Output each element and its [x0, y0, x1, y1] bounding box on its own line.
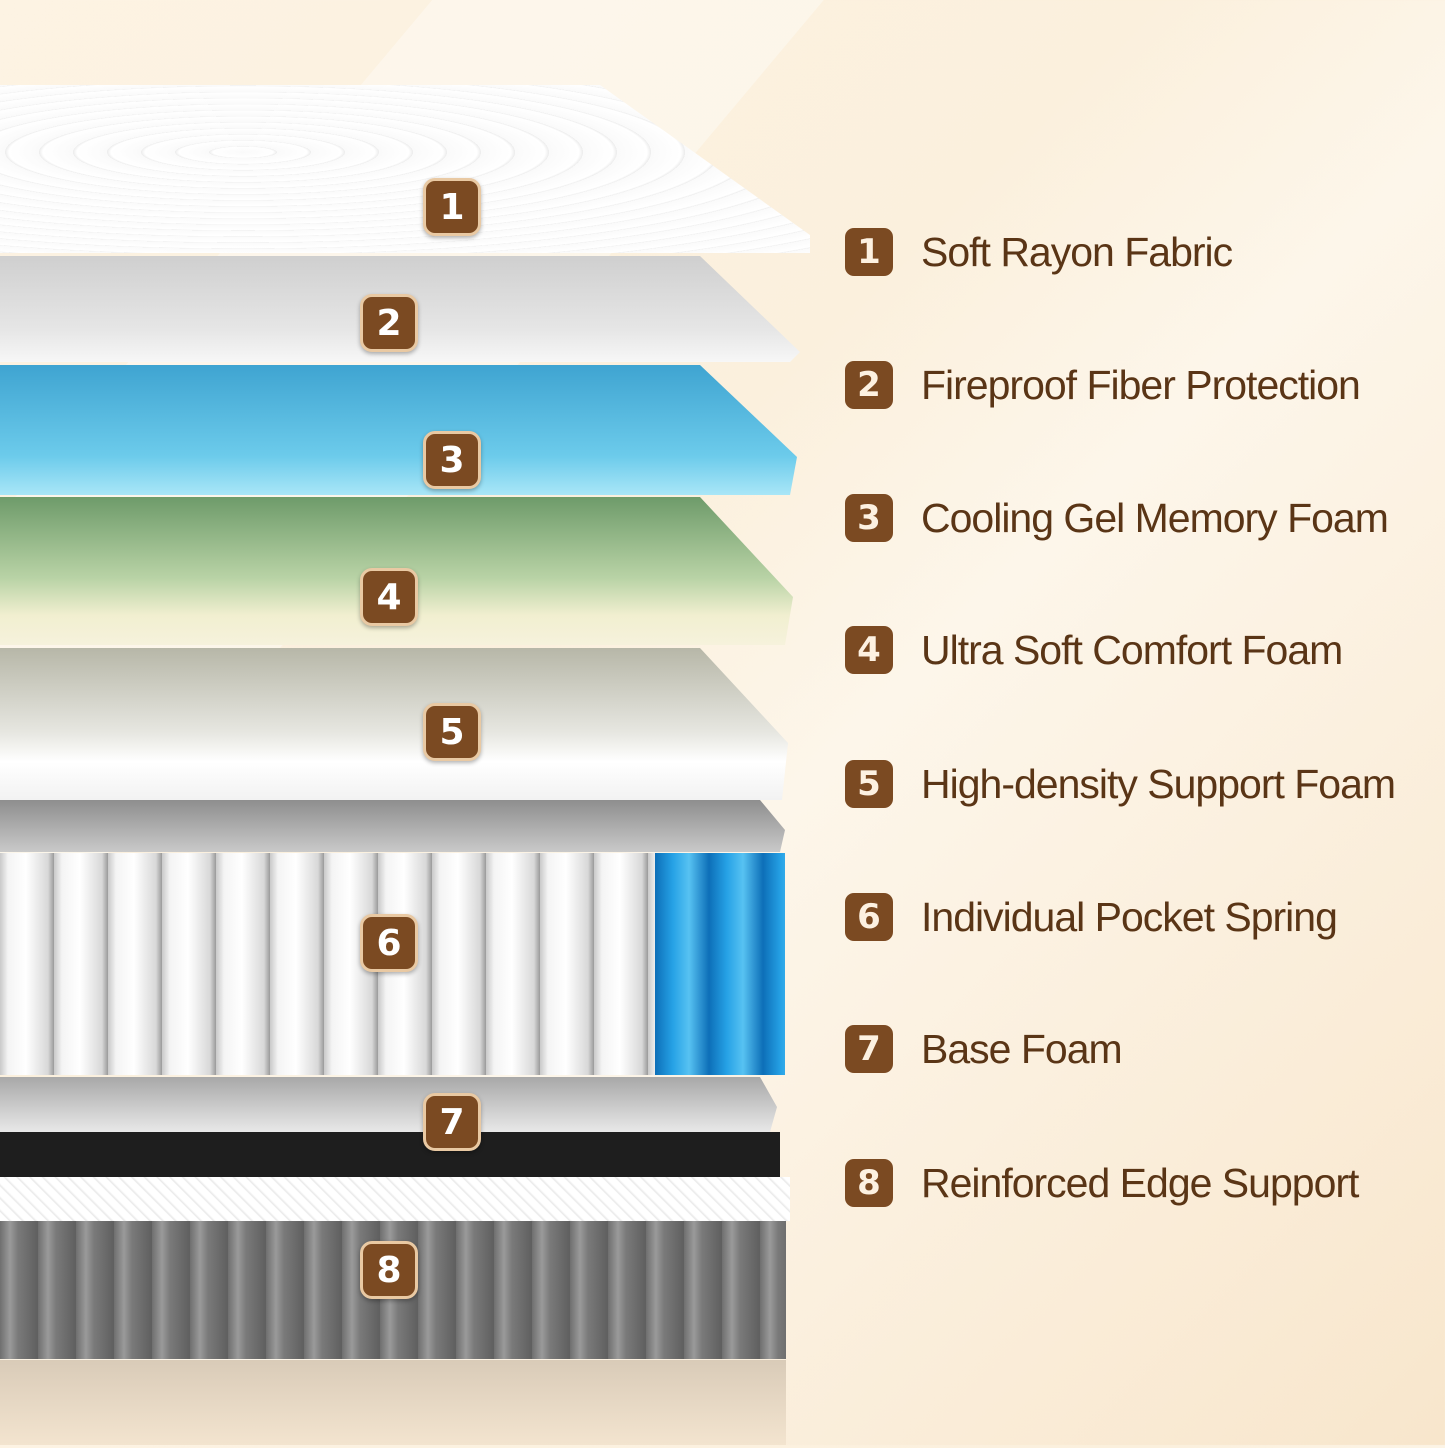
legend-badge: 2	[845, 361, 893, 409]
legend-label: Cooling Gel Memory Foam	[921, 494, 1389, 541]
legend-item: 7 Base Foam	[845, 1025, 1123, 1073]
legend-item: 4 Ultra Soft Comfort Foam	[845, 626, 1343, 674]
legend-label: Fireproof Fiber Protection	[921, 361, 1361, 408]
diagram-badge-3: 3	[423, 431, 481, 489]
legend-badge: 1	[845, 228, 893, 276]
layer-pocket-springs	[0, 853, 655, 1075]
layer-gel	[0, 365, 797, 495]
diagram-badge-1: 1	[423, 178, 481, 236]
legend-item: 5 High-density Support Foam	[845, 760, 1396, 808]
diagram-badge-4: 4	[360, 568, 418, 626]
diagram-badge-6: 6	[360, 914, 418, 972]
diagram-badge-2: 2	[360, 294, 418, 352]
legend-item: 6 Individual Pocket Spring	[845, 893, 1338, 941]
legend-label: Reinforced Edge Support	[921, 1159, 1359, 1206]
diagram-badge-5: 5	[423, 703, 481, 761]
layer-separator	[0, 800, 785, 852]
diagram-badge-7: 7	[423, 1093, 481, 1151]
layer-edge-top-band	[0, 1177, 790, 1221]
legend-label: Ultra Soft Comfort Foam	[921, 626, 1343, 673]
legend-label: High-density Support Foam	[921, 760, 1396, 807]
legend-label: Base Foam	[921, 1025, 1123, 1072]
legend-badge: 5	[845, 760, 893, 808]
diagram-badge-8: 8	[360, 1241, 418, 1299]
legend-badge: 4	[845, 626, 893, 674]
floor-reflection	[0, 1360, 786, 1445]
legend-label: Individual Pocket Spring	[921, 893, 1338, 940]
layer-edge-springs-blue	[655, 853, 785, 1075]
legend-item: 8 Reinforced Edge Support	[845, 1159, 1359, 1207]
layer-base-foam	[0, 1077, 777, 1132]
legend-item: 2 Fireproof Fiber Protection	[845, 361, 1361, 409]
legend-badge: 7	[845, 1025, 893, 1073]
legend-label: Soft Rayon Fabric	[921, 228, 1233, 275]
legend-badge: 6	[845, 893, 893, 941]
layer-support	[0, 648, 788, 800]
legend-item: 1 Soft Rayon Fabric	[845, 228, 1233, 276]
legend-item: 3 Cooling Gel Memory Foam	[845, 494, 1389, 542]
layer-base-dark	[0, 1132, 780, 1177]
legend-badge: 8	[845, 1159, 893, 1207]
legend-badge: 3	[845, 494, 893, 542]
